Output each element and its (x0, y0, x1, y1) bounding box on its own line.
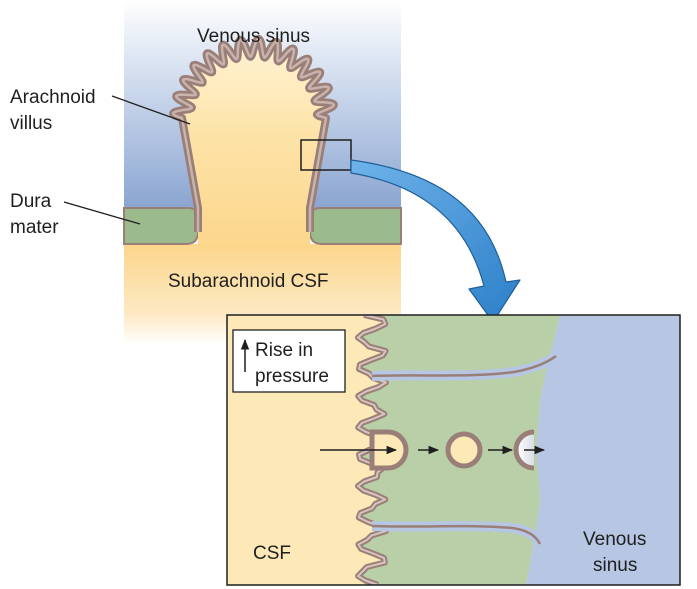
arachnoid-villus (173, 38, 334, 250)
csf-channel-lower-edge (371, 524, 542, 545)
inset-venous-sinus-region (526, 315, 680, 585)
dura-mater-leader (63, 201, 141, 225)
arachnoid-villus-leader (111, 95, 191, 125)
venous-sinus-inset-label-line2: sinus (593, 555, 637, 576)
csf-label: CSF (253, 543, 291, 564)
inset-panel: Rise in pressure CSF Venous sinus (226, 314, 681, 586)
inset-frame (226, 314, 681, 586)
arachnoid-villus-label-line2: villus (10, 113, 52, 134)
top-panel: Venous sinus Arachnoid villus Dura mater… (10, 0, 402, 344)
csf-channel-upper-edge (371, 354, 557, 378)
villus-membrane-inner (171, 37, 336, 232)
vesicle-transit (445, 431, 483, 469)
arachnoid-villus-label: Arachnoid (10, 87, 96, 108)
rise-in-pressure-label: Rise in (255, 340, 313, 361)
subarachnoid-csf-label: Subarachnoid CSF (168, 271, 329, 292)
pressure-box (232, 329, 346, 393)
dura-mater-right (309, 207, 402, 245)
venous-sinus-inset-label: Venous (583, 529, 646, 550)
dura-mater-label: Dura (10, 191, 52, 212)
venous-sinus-label: Venous sinus (197, 26, 310, 47)
rise-in-pressure-label-line2: pressure (255, 366, 329, 387)
dura-mater-left (123, 207, 199, 245)
dura-mater-label-line2: mater (10, 217, 59, 238)
zoom-box (300, 139, 352, 171)
